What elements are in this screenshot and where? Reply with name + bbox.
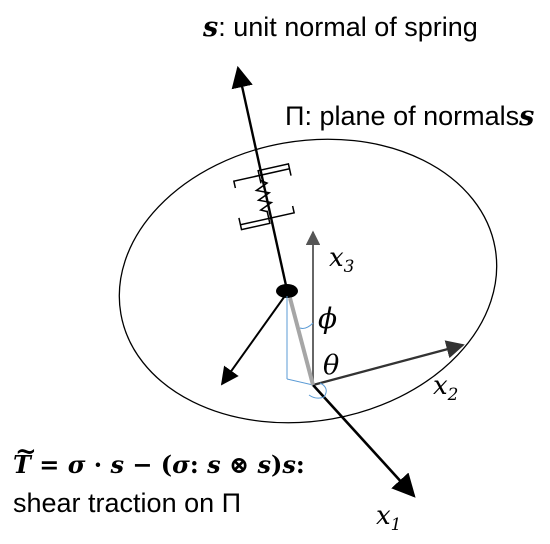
plane-label: Π: plane of normalss xyxy=(285,101,535,132)
eq-s-3: s xyxy=(257,450,271,479)
x2-axis xyxy=(312,340,465,387)
construction-lines xyxy=(286,296,327,399)
x1-var: x xyxy=(376,501,391,531)
plane-text: : plane of normals xyxy=(304,101,520,131)
eq-otimes: ⊗ xyxy=(220,450,258,479)
x3-var: x xyxy=(329,243,344,273)
eq-end: : xyxy=(295,450,305,479)
phi-label: ϕ xyxy=(318,302,338,335)
shear-traction-caption: shear traction on Π xyxy=(13,488,242,518)
x3-label: x3 xyxy=(329,245,354,275)
spring-symbol xyxy=(232,163,296,231)
eq-s-4: s xyxy=(282,450,296,479)
x2-var: x xyxy=(433,371,448,401)
eq-equals: = xyxy=(30,450,68,479)
plane-ellipse xyxy=(118,138,498,424)
plane-symbol: Π xyxy=(285,101,305,131)
plane-suffix: s xyxy=(519,101,535,132)
eq-sigma-1: σ xyxy=(67,450,86,479)
theta-label: θ xyxy=(323,350,340,381)
x3-sub: 3 xyxy=(343,255,355,276)
x1-sub: 1 xyxy=(390,513,402,534)
x1-axis xyxy=(312,384,416,498)
eq-s-1: s xyxy=(110,450,124,479)
projection-line xyxy=(288,297,315,386)
x2-label: x2 xyxy=(433,373,458,403)
spring-normal-symbol: s xyxy=(203,12,219,43)
eq-dot: · xyxy=(85,450,111,479)
spring-normal-text: : unit normal of spring xyxy=(218,12,478,42)
eq-s-2: s xyxy=(198,450,221,479)
x1-label: x1 xyxy=(376,503,401,533)
eq-minus: − ( xyxy=(123,450,173,479)
traction-equation: T = σ · s − (σ: s ⊗ s)s: xyxy=(13,439,305,479)
eq-lhs: T xyxy=(13,439,37,477)
eq-close: ) xyxy=(270,450,283,479)
spring-normal-label: s: unit normal of spring xyxy=(203,12,478,43)
spring-anchor xyxy=(276,284,298,298)
shear-traction-arrow xyxy=(220,292,288,386)
spring-normal-arrow xyxy=(231,65,289,291)
eq-sigma-2: σ xyxy=(172,450,190,479)
eq-colon: : xyxy=(189,450,199,479)
x2-sub: 2 xyxy=(447,383,459,404)
